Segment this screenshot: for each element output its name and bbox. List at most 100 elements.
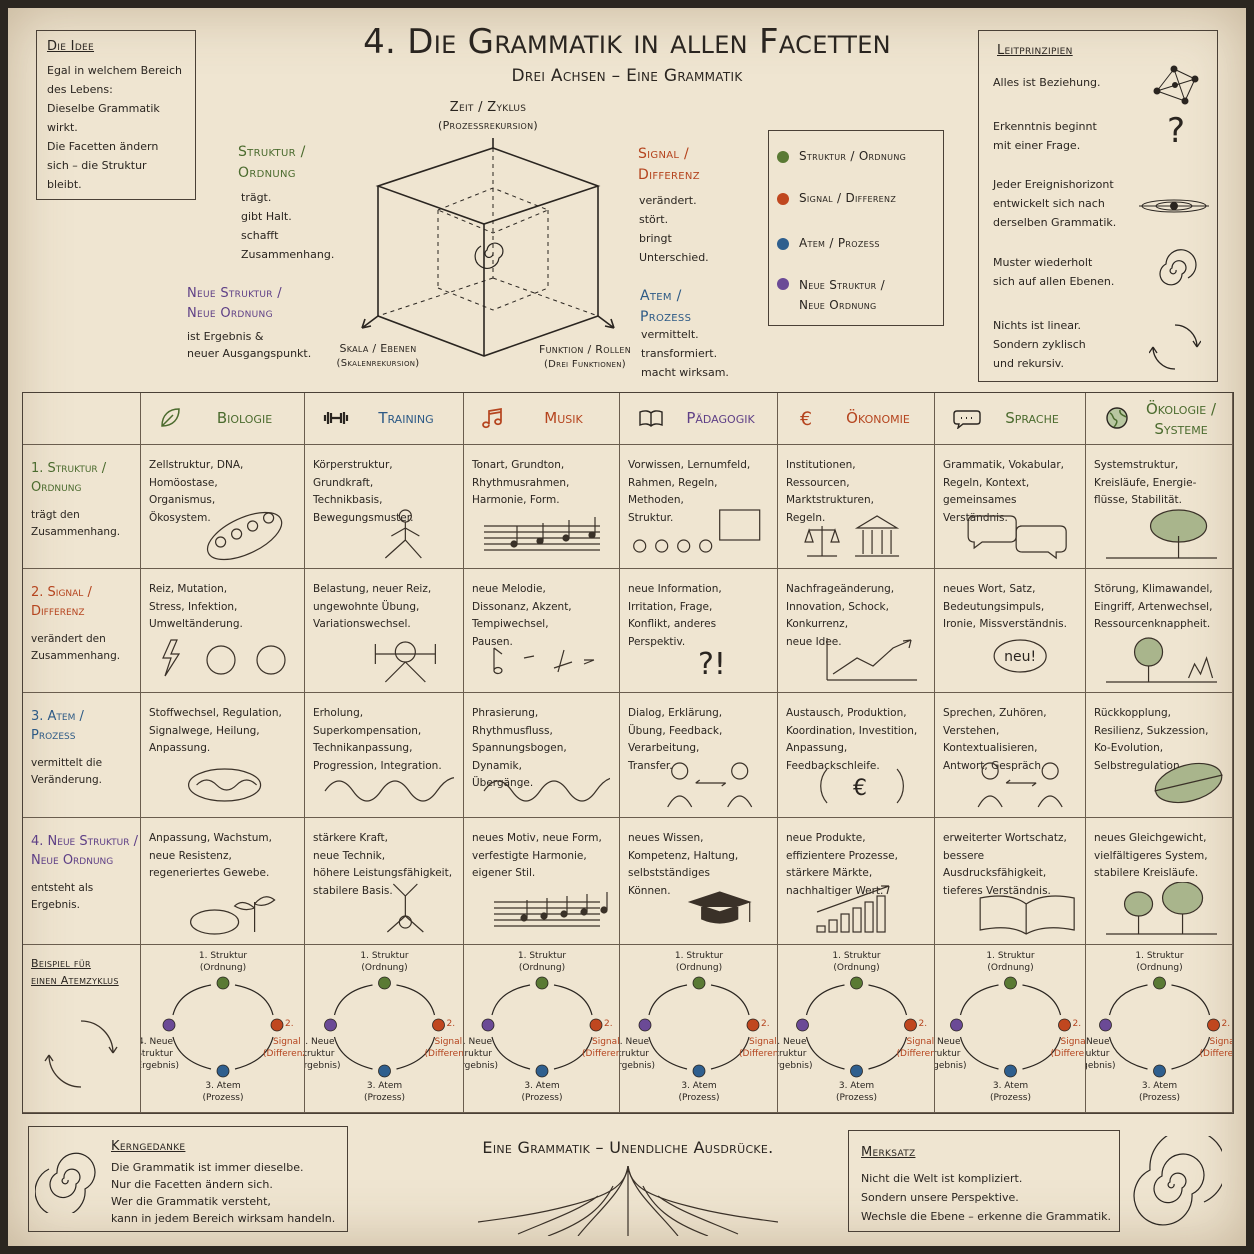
sketch-illustration	[494, 892, 608, 927]
example-node-label: (Differenz)	[1199, 1049, 1233, 1059]
example-node-label: (Ergebnis)	[305, 1061, 341, 1071]
legend-item: Atem / Prozess	[777, 236, 880, 250]
column-label: Sprache	[1005, 409, 1059, 427]
example-node-label: 2.	[1072, 1019, 1082, 1029]
example-node-label: Signal	[749, 1037, 777, 1047]
example-node-label: (Ordnung)	[675, 963, 723, 973]
grid-cell: neues Gleichgewicht, vielfältigeres Syst…	[1086, 818, 1233, 945]
merksatz-box: Merksatz Nicht die Welt ist kompliziert.…	[848, 1130, 1120, 1232]
example-cycle-cell: 1. Struktur(Ordnung)2.Signal(Differenz)3…	[935, 945, 1086, 1113]
example-node-label: Signal	[1209, 1037, 1233, 1047]
spiral-icon	[1133, 1136, 1222, 1226]
sketch-illustration: €	[820, 768, 904, 804]
example-node-label: 2.	[1221, 1019, 1231, 1029]
example-node-label: (Ergebnis)	[1086, 1061, 1116, 1071]
grid-cell: Nachfrageänderung, Innovation, Schock, K…	[778, 569, 935, 693]
sketch-illustration	[206, 511, 283, 561]
grid-cell: Belastung, neuer Reiz, ungewohnte Übung,…	[305, 569, 464, 693]
grid-cell: erweiterter Wortschatz, bessere Ausdruck…	[935, 818, 1086, 945]
example-node-label: 3. Atem	[1141, 1081, 1178, 1091]
cube-diagram	[361, 138, 615, 357]
cell-text: Tonart, Grundton, Rhythmusrahmen, Harmon…	[472, 459, 570, 506]
example-node-label: 1. Struktur	[832, 951, 881, 961]
grid-cell: Systemstruktur, Kreisläufe, Energie- flü…	[1086, 445, 1233, 569]
sketch-illustration	[1154, 762, 1223, 804]
cell-text: Grammatik, Vokabular, Regeln, Kontext, g…	[943, 459, 1065, 524]
cell-text: erweiterter Wortschatz, bessere Ausdruck…	[943, 832, 1067, 897]
cell-text: Reiz, Mutation, Stress, Infektion, Umwel…	[149, 583, 243, 630]
example-node-label: 4. Neue	[141, 1037, 173, 1047]
cell-text: Rückkopplung, Resilienz, Sukzession, Ko-…	[1094, 707, 1209, 772]
signal-title: Signal / Differenz	[638, 146, 700, 183]
sketch-illustration	[384, 509, 422, 559]
struktur-title: Struktur / Ordnung	[238, 144, 306, 181]
grid-cell: Zellstruktur, DNA, Homöostase, Organismu…	[141, 445, 305, 569]
cell-text: Dialog, Erklärung, Übung, Feedback, Vera…	[628, 707, 723, 772]
legend-item: Signal / Differenz	[777, 191, 896, 205]
row-label-title: 2. Signal / Differenz	[31, 585, 92, 619]
node-signal	[432, 1018, 445, 1032]
legend-dot	[777, 278, 789, 290]
idee-text: Egal in welchem Bereich des Lebens: Dies…	[47, 61, 182, 194]
example-node-label: 2.	[285, 1019, 294, 1029]
principle-text: Nichts ist linear. Sondern zyklisch und …	[993, 319, 1086, 370]
legend-box: Struktur / Ordnung Signal / Differenz At…	[768, 130, 944, 326]
cell-text: neues Gleichgewicht, vielfältigeres Syst…	[1094, 832, 1208, 879]
column-header: Sprache	[935, 393, 1086, 445]
kerngedanke-heading: Kerngedanke	[111, 1139, 186, 1154]
column-header: Musik	[464, 393, 620, 445]
example-node-label: (Prozess)	[364, 1093, 405, 1103]
cell-text: neue Melodie, Dissonanz, Akzent, Tempiwe…	[472, 583, 572, 648]
roots-drawing	[478, 1166, 778, 1236]
poster-sheet: 4. Die Grammatik in allen Facetten Drei …	[8, 8, 1246, 1246]
example-node-label: (Ergebnis)	[935, 1061, 967, 1071]
node-neue-struktur	[1099, 1018, 1112, 1032]
example-label-cell: Beispiel für einen Atemzyklus	[23, 945, 141, 1113]
node-atem	[1004, 1064, 1017, 1078]
grid-cell: neues Wort, Satz, Bedeutungsimpuls, Iron…	[935, 569, 1086, 693]
row-label-sub: vermittelt die Veränderung.	[31, 757, 103, 786]
grid-cell: neues Wissen, Kompetenz, Haltung, selbst…	[620, 818, 778, 945]
merksatz-line: Nicht die Welt ist kompliziert.	[861, 1172, 1023, 1185]
example-node-label: 3. Atem	[838, 1081, 875, 1091]
idee-line: bleibt.	[47, 178, 82, 191]
cell-text: Institutionen, Ressourcen, Marktstruktur…	[786, 459, 874, 524]
example-node-label: Struktur	[620, 1049, 649, 1059]
grid-cell: neues Motiv, neue Form, verfestigte Harm…	[464, 818, 620, 945]
example-node-label: Signal	[1060, 1037, 1086, 1047]
cell-text: neues Wort, Satz, Bedeutungsimpuls, Iron…	[943, 583, 1067, 630]
legend-label: Struktur / Ordnung	[799, 149, 907, 163]
sketch-illustration	[979, 895, 1075, 935]
grid-cell: Reiz, Mutation, Stress, Infektion, Umwel…	[141, 569, 305, 693]
grid-cell: neue Information, Irritation, Frage, Kon…	[620, 569, 778, 693]
cycle-icon	[1149, 324, 1201, 370]
sketch-illustration	[189, 896, 276, 935]
svg-text:€: €	[853, 776, 867, 801]
example-node-label: 2.	[918, 1019, 928, 1029]
legend-item: Struktur / Ordnung	[777, 149, 906, 163]
atemzyklus-diagram	[638, 976, 760, 1078]
sketch-illustration	[967, 515, 1067, 560]
column-header: €Ökonomie	[778, 393, 935, 445]
kerngedanke-line: kann in jedem Bereich wirksam handeln.	[111, 1212, 336, 1225]
node-struktur	[1153, 976, 1166, 990]
cell-text: Systemstruktur, Kreisläufe, Energie- flü…	[1094, 459, 1197, 506]
leaf-icon	[161, 408, 180, 427]
sketch-illustration	[826, 638, 918, 681]
speech-bubble-icon	[953, 410, 981, 429]
example-node-label: 2.	[604, 1019, 613, 1029]
example-node-label: (Ordnung)	[987, 963, 1034, 973]
sketch-illustration	[187, 768, 262, 802]
merksatz-line: Sondern unsere Perspektive.	[861, 1191, 1019, 1204]
node-atem	[378, 1064, 391, 1078]
idee-line: wirkt.	[47, 121, 78, 134]
grid-cell: neue Melodie, Dissonanz, Akzent, Tempiwe…	[464, 569, 620, 693]
example-node-label: (Ergebnis)	[464, 1061, 498, 1071]
sketch-illustration	[386, 883, 424, 933]
node-neue-struktur	[324, 1018, 337, 1032]
cycle-icon	[44, 1020, 118, 1088]
cell-text: Sprechen, Zuhören, Verstehen, Kontextual…	[943, 707, 1047, 772]
